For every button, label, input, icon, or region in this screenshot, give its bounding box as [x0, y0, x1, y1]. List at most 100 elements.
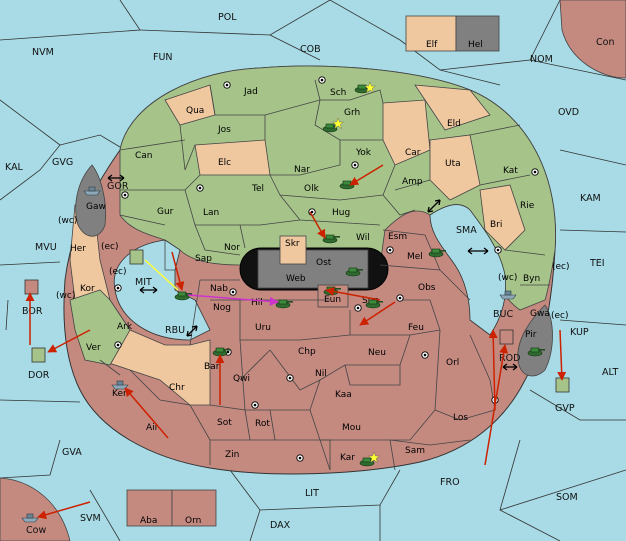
label-dor: DOR [28, 370, 50, 381]
svg-text:Sap: Sap [195, 254, 212, 264]
label-pol: POL [218, 12, 237, 23]
province-hel[interactable] [455, 15, 500, 52]
label-som: SOM [556, 492, 578, 503]
label-nom: NOM [530, 54, 553, 65]
convoy-arrow [187, 294, 279, 306]
svg-text:Ken: Ken [112, 389, 129, 399]
province-labels: Jad Sch Qua Grh Jos Eld Can Yok Car Elc … [70, 40, 550, 526]
province-pir[interactable] [517, 304, 553, 377]
label-rod: ROD [499, 353, 520, 364]
svg-text:Neu: Neu [368, 348, 386, 358]
svg-text:Her: Her [70, 244, 86, 254]
double-arrows [107, 174, 518, 371]
label-tei: TEI [589, 258, 605, 269]
support-arrow [144, 259, 179, 291]
svg-text:Nor: Nor [224, 243, 240, 253]
dislodged-units [24, 249, 570, 393]
svg-text:Jad: Jad [243, 87, 258, 97]
province-eld[interactable] [414, 84, 491, 131]
label-gvp: GVP [555, 403, 575, 414]
svg-text:Uta: Uta [445, 159, 461, 169]
label-gor: GOR [107, 181, 129, 192]
label-cow: Cow [26, 525, 46, 536]
province-orn[interactable] [171, 489, 217, 527]
province-uta[interactable] [429, 134, 481, 201]
province-car[interactable] [382, 99, 431, 166]
svg-text:Rie: Rie [520, 201, 535, 211]
svg-text:Olk: Olk [304, 184, 320, 194]
svg-text:Pir: Pir [525, 330, 537, 340]
svg-text:(ec): (ec) [551, 311, 569, 321]
svg-text:Byn: Byn [523, 274, 540, 284]
svg-text:Chp: Chp [298, 347, 316, 357]
province-bri[interactable] [479, 184, 526, 251]
svg-text:Sam: Sam [405, 446, 425, 456]
svg-text:Los: Los [453, 413, 468, 423]
label-gvg: GVG [52, 157, 73, 168]
svg-text:Can: Can [135, 151, 153, 161]
svg-text:Mou: Mou [342, 423, 361, 433]
svg-text:(wc): (wc) [498, 273, 517, 283]
svg-text:Tel: Tel [251, 184, 264, 194]
label-kam: KAM [580, 193, 601, 204]
svg-text:(ec): (ec) [109, 267, 127, 277]
svg-text:Skr: Skr [285, 239, 300, 249]
svg-text:Mel: Mel [407, 252, 423, 262]
svg-text:Wil: Wil [356, 233, 370, 243]
label-gva: GVA [62, 447, 82, 458]
svg-text:Rot: Rot [255, 419, 270, 429]
svg-text:Amp: Amp [402, 177, 423, 187]
svg-text:Gaw: Gaw [86, 202, 106, 212]
order-arrows [25, 164, 567, 520]
province-aba[interactable] [126, 489, 173, 527]
label-cob: COB [300, 44, 321, 55]
svg-text:Sot: Sot [217, 418, 232, 428]
svg-text:Jos: Jos [217, 125, 231, 135]
svg-text:Ail: Ail [146, 423, 157, 433]
svg-text:Obs: Obs [418, 283, 436, 293]
sea-sma [429, 204, 507, 336]
svg-text:Chr: Chr [169, 383, 185, 393]
svg-text:Hug: Hug [332, 208, 350, 218]
green-borders [119, 79, 550, 286]
svg-text:Kor: Kor [80, 284, 95, 294]
svg-text:Yok: Yok [355, 148, 372, 158]
svg-text:Nog: Nog [213, 303, 231, 313]
svg-text:Qua: Qua [186, 106, 204, 116]
svg-text:(ec): (ec) [552, 262, 570, 272]
label-fro: FRO [440, 477, 460, 488]
label-ovd: OVD [558, 107, 579, 118]
svg-text:Car: Car [405, 148, 421, 158]
label-lit: LIT [305, 488, 319, 499]
svg-text:Sch: Sch [330, 88, 346, 98]
svg-text:Elc: Elc [218, 158, 231, 168]
label-bor: BOR [22, 306, 43, 317]
svg-text:Kar: Kar [340, 453, 355, 463]
coast-labels: (wc) (ec) (ec) (wc) (wc) (ec) (ec) [56, 216, 570, 321]
label-sma: SMA [456, 225, 477, 236]
svg-text:Aba: Aba [140, 516, 157, 526]
label-nvm: NVM [32, 47, 54, 58]
svg-text:(wc): (wc) [56, 291, 75, 301]
province-elf[interactable] [405, 15, 457, 52]
province-skr[interactable] [279, 235, 307, 265]
label-dax: DAX [270, 520, 291, 531]
svg-text:Nar: Nar [294, 165, 310, 175]
svg-text:Gwa: Gwa [530, 309, 550, 319]
svg-text:Bri: Bri [490, 220, 502, 230]
svg-text:Grh: Grh [344, 108, 360, 118]
label-kal: KAL [5, 162, 24, 173]
svg-text:Kaa: Kaa [335, 390, 352, 400]
label-mit: MIT [135, 277, 152, 288]
svg-text:Ost: Ost [316, 258, 332, 268]
label-alt: ALT [602, 367, 618, 378]
province-elc[interactable] [194, 139, 271, 176]
province-gaw[interactable] [75, 164, 107, 237]
svg-text:Feu: Feu [408, 323, 424, 333]
label-mvu: MVU [35, 242, 57, 253]
svg-text:Nab: Nab [210, 284, 228, 294]
label-svm: SVM [80, 513, 101, 524]
svg-text:Ark: Ark [117, 322, 133, 332]
